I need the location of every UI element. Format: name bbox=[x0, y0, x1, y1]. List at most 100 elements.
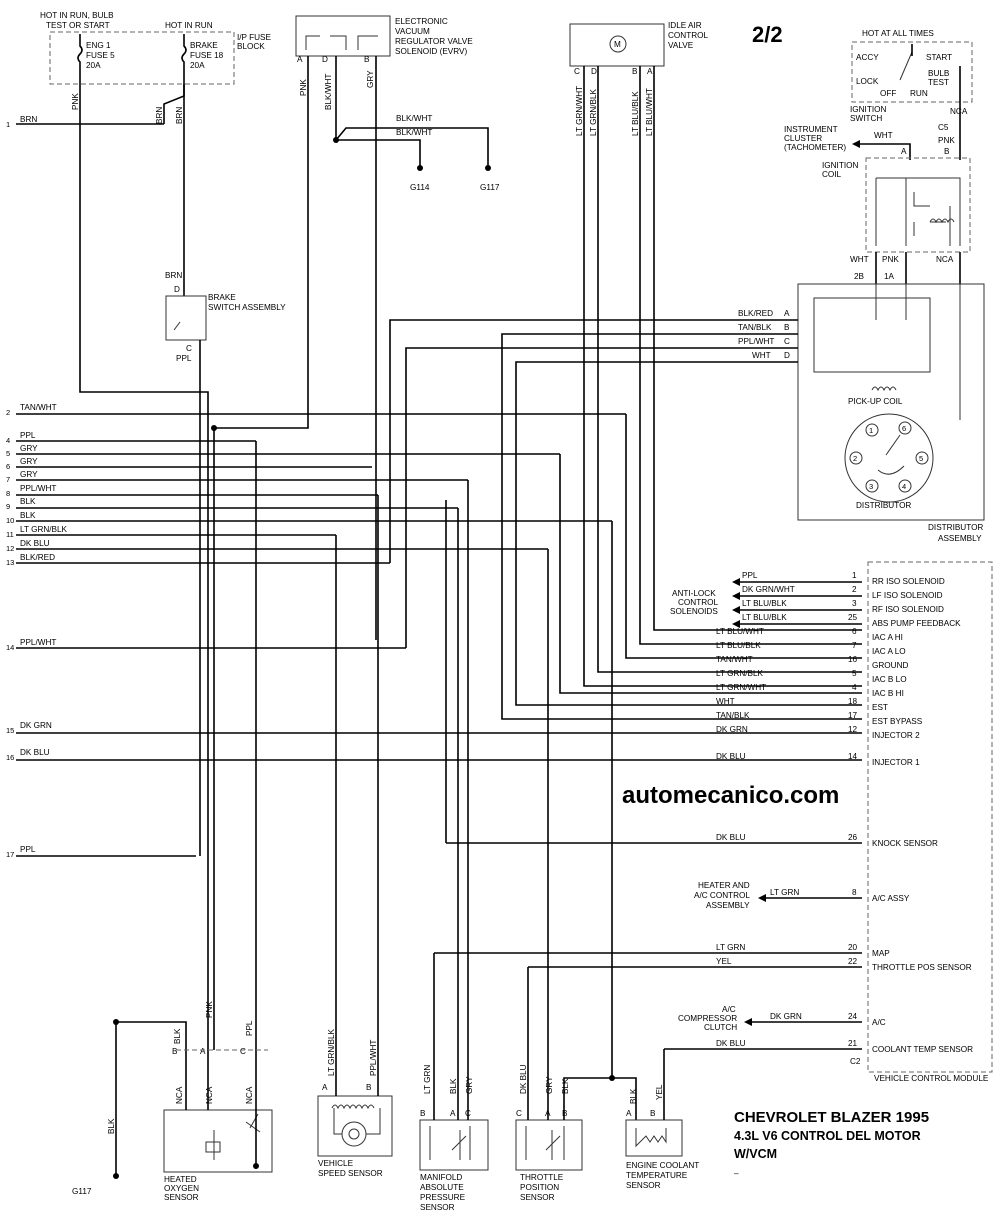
svg-text:SPEED SENSOR: SPEED SENSOR bbox=[318, 1169, 383, 1178]
svg-text:COIL: COIL bbox=[822, 170, 842, 179]
svg-text:ANTI-LOCK: ANTI-LOCK bbox=[672, 589, 716, 598]
svg-text:12: 12 bbox=[848, 725, 858, 734]
fuse-block: HOT IN RUN, BULB TEST OR START HOT IN RU… bbox=[40, 11, 272, 85]
svg-text:DK BLU: DK BLU bbox=[716, 1039, 746, 1048]
svg-text:GRY: GRY bbox=[465, 1076, 474, 1094]
vehicle-speed-sensor: VEHICLE SPEED SENSOR A B LT GRN/BLK PPL/… bbox=[317, 1028, 393, 1178]
svg-text:SENSOR: SENSOR bbox=[164, 1193, 199, 1202]
svg-text:PPL: PPL bbox=[245, 1020, 254, 1036]
svg-text:DK GRN: DK GRN bbox=[20, 721, 52, 730]
svg-text:LT GRN/BLK: LT GRN/BLK bbox=[589, 88, 598, 136]
svg-text:THROTTLE: THROTTLE bbox=[520, 1173, 564, 1182]
svg-text:B: B bbox=[420, 1109, 426, 1118]
svg-text:4.3L V6 CONTROL DEL MOTOR: 4.3L V6 CONTROL DEL MOTOR bbox=[734, 1129, 921, 1143]
svg-text:BRN: BRN bbox=[165, 271, 182, 280]
svg-text:CONTROL: CONTROL bbox=[678, 598, 718, 607]
svg-text:BLK: BLK bbox=[561, 1078, 570, 1094]
svg-text:TAN/WHT: TAN/WHT bbox=[20, 403, 57, 412]
brake-switch: BRN D BRAKE SWITCH ASSEMBLY C PPL bbox=[165, 271, 286, 363]
svg-text:INJECTOR 2: INJECTOR 2 bbox=[872, 731, 920, 740]
svg-text:BLK: BLK bbox=[173, 1028, 182, 1044]
svg-text:D: D bbox=[591, 67, 597, 76]
svg-text:D: D bbox=[322, 55, 328, 64]
svg-text:INSTRUMENT: INSTRUMENT bbox=[784, 125, 838, 134]
svg-text:SOLENOIDS: SOLENOIDS bbox=[670, 607, 718, 616]
ignition-coil: WHT PNK NCA 2B 1A bbox=[850, 157, 971, 281]
svg-text:START: START bbox=[926, 53, 952, 62]
svg-text:TEST: TEST bbox=[928, 78, 949, 87]
svg-text:PPL: PPL bbox=[176, 354, 192, 363]
svg-text:SWITCH: SWITCH bbox=[850, 114, 882, 123]
svg-text:LT BLU/BLK: LT BLU/BLK bbox=[742, 599, 787, 608]
svg-text:C: C bbox=[240, 1047, 246, 1056]
svg-text:BRAKE: BRAKE bbox=[190, 41, 218, 50]
svg-text:TEMPERATURE: TEMPERATURE bbox=[626, 1171, 688, 1180]
svg-text:20A: 20A bbox=[190, 61, 205, 70]
svg-text:LT GRN/WHT: LT GRN/WHT bbox=[716, 683, 766, 692]
svg-text:20A: 20A bbox=[86, 61, 101, 70]
svg-text:LOCK: LOCK bbox=[856, 77, 879, 86]
svg-text:5: 5 bbox=[6, 449, 10, 458]
svg-text:2: 2 bbox=[853, 454, 857, 463]
svg-text:LT GRN: LT GRN bbox=[770, 888, 799, 897]
svg-text:IAC A LO: IAC A LO bbox=[872, 647, 906, 656]
svg-text:SWITCH ASSEMBLY: SWITCH ASSEMBLY bbox=[208, 303, 286, 312]
svg-text:BLK/RED: BLK/RED bbox=[20, 553, 55, 562]
svg-text:IAC B HI: IAC B HI bbox=[872, 689, 904, 698]
svg-text:EST: EST bbox=[872, 703, 888, 712]
svg-text:3: 3 bbox=[869, 482, 873, 491]
svg-text:BLOCK: BLOCK bbox=[237, 42, 265, 51]
svg-text:DK BLU: DK BLU bbox=[716, 752, 746, 761]
svg-text:12: 12 bbox=[6, 544, 14, 553]
svg-text:C: C bbox=[574, 67, 580, 76]
svg-text:SOLENOID (EVRV): SOLENOID (EVRV) bbox=[395, 47, 467, 56]
svg-text:PPL: PPL bbox=[20, 431, 36, 440]
svg-text:25: 25 bbox=[848, 613, 858, 622]
svg-text:4: 4 bbox=[852, 683, 857, 692]
svg-text:GRY: GRY bbox=[366, 70, 375, 88]
svg-text:TEST OR START: TEST OR START bbox=[46, 21, 110, 30]
svg-text:18: 18 bbox=[848, 697, 858, 706]
svg-text:ASSEMBLY: ASSEMBLY bbox=[938, 534, 982, 543]
svg-text:17: 17 bbox=[6, 850, 14, 859]
svg-text:BULB: BULB bbox=[928, 69, 950, 78]
svg-text:RUN: RUN bbox=[910, 89, 928, 98]
svg-text:BLK/WHT: BLK/WHT bbox=[396, 114, 432, 123]
svg-text:WHT: WHT bbox=[716, 697, 735, 706]
svg-text:ENG 1: ENG 1 bbox=[86, 41, 111, 50]
svg-text:LT GRN: LT GRN bbox=[423, 1065, 432, 1094]
svg-text:C2: C2 bbox=[850, 1057, 861, 1066]
svg-text:RR ISO SOLENOID: RR ISO SOLENOID bbox=[872, 577, 945, 586]
svg-text:–: – bbox=[734, 1169, 739, 1178]
svg-text:1: 1 bbox=[869, 426, 873, 435]
svg-text:ELECTRONIC: ELECTRONIC bbox=[395, 17, 448, 26]
svg-text:C: C bbox=[186, 344, 192, 353]
svg-text:BLK: BLK bbox=[20, 511, 36, 520]
svg-text:NCA: NCA bbox=[936, 255, 954, 264]
svg-text:C: C bbox=[784, 337, 790, 346]
svg-text:DISTRIBUTOR: DISTRIBUTOR bbox=[928, 523, 983, 532]
svg-text:TAN/BLK: TAN/BLK bbox=[738, 323, 772, 332]
svg-text:1A: 1A bbox=[884, 272, 895, 281]
svg-text:14: 14 bbox=[6, 643, 14, 652]
svg-text:HOT IN RUN: HOT IN RUN bbox=[165, 21, 213, 30]
svg-text:A: A bbox=[450, 1109, 456, 1118]
svg-text:A/C CONTROL: A/C CONTROL bbox=[694, 891, 750, 900]
svg-text:A: A bbox=[297, 55, 303, 64]
svg-text:YEL: YEL bbox=[655, 1084, 664, 1100]
svg-text:1: 1 bbox=[6, 120, 10, 129]
svg-text:CLUTCH: CLUTCH bbox=[704, 1023, 737, 1032]
svg-text:BRN: BRN bbox=[155, 107, 164, 124]
svg-text:2: 2 bbox=[6, 408, 10, 417]
svg-text:IGNITION: IGNITION bbox=[822, 161, 858, 170]
svg-text:IAC A HI: IAC A HI bbox=[872, 633, 903, 642]
svg-text:2B: 2B bbox=[854, 272, 865, 281]
coolant-temperature-sensor: ENGINE COOLANT TEMPERATURE SENSOR A B BL… bbox=[625, 1084, 699, 1190]
svg-text:20: 20 bbox=[848, 943, 858, 952]
svg-text:TAN/BLK: TAN/BLK bbox=[716, 711, 750, 720]
svg-text:BRN: BRN bbox=[175, 107, 184, 124]
iac-valve: M IDLE AIR CONTROL VALVE C D B A LT GRN/… bbox=[569, 21, 708, 136]
svg-text:BLK: BLK bbox=[20, 497, 36, 506]
